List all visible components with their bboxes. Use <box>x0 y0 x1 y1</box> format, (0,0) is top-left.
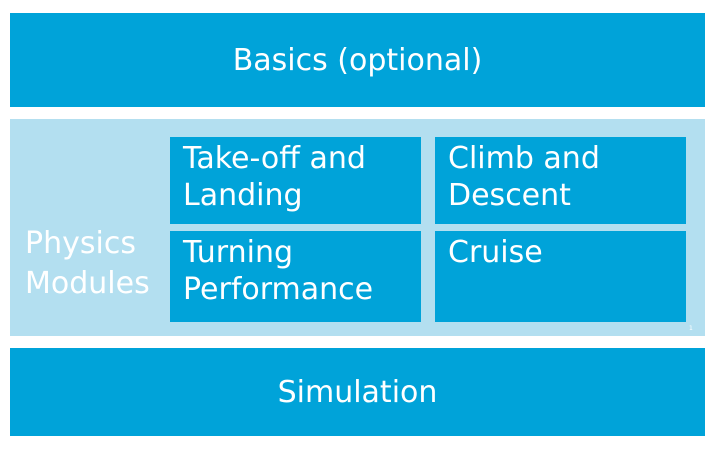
physics-label-line-2: Modules <box>25 266 150 301</box>
corner-mark: 1 <box>689 325 693 332</box>
simulation-block: Simulation <box>10 348 705 436</box>
basics-block: Basics (optional) <box>10 13 705 107</box>
module-climb-descent-line-1: Climb and <box>448 141 600 176</box>
module-cruise: Cruise <box>435 231 686 322</box>
physics-modules-label: Physics Modules <box>25 224 150 304</box>
module-takeoff-landing-line-2: Landing <box>183 178 303 213</box>
basics-label: Basics (optional) <box>232 42 483 78</box>
module-takeoff-landing-line-1: Take-off and <box>183 141 366 176</box>
physics-label-line-1: Physics <box>25 226 136 261</box>
module-climb-descent-line-2: Descent <box>448 178 571 213</box>
module-climb-descent: Climb and Descent <box>435 137 686 224</box>
module-turning-performance-line-2: Performance <box>183 272 374 307</box>
module-turning-performance-line-1: Turning <box>183 235 293 270</box>
simulation-label: Simulation <box>277 374 438 410</box>
module-cruise-line-1: Cruise <box>448 235 543 270</box>
module-turning-performance: Turning Performance <box>170 231 421 322</box>
module-takeoff-landing: Take-off and Landing <box>170 137 421 224</box>
